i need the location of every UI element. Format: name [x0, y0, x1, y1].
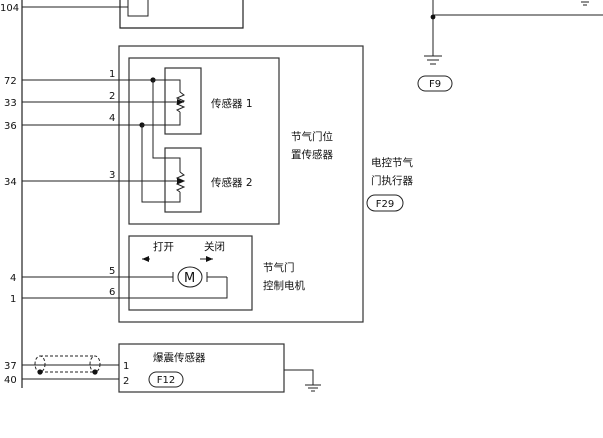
- open-label: 打开: [153, 240, 174, 253]
- actuator-pin-label: 5: [109, 266, 115, 277]
- ecu-pin-label: 34: [4, 177, 17, 188]
- ecu-pin-label: 33: [4, 98, 17, 109]
- knock-sensor-wiring: [22, 355, 314, 385]
- sensor-wiring: [22, 77, 181, 203]
- f12-badge: [148, 371, 184, 388]
- knock-pin-label: 2: [123, 376, 129, 387]
- f29-code: F29: [376, 199, 394, 210]
- sensor1-label: 传感器 1: [211, 97, 253, 110]
- position-sensor-box: [128, 57, 280, 225]
- f12-code: F12: [157, 375, 175, 386]
- potentiometer-2-icon: [175, 171, 186, 193]
- actuator-pin-label: 1: [109, 69, 115, 80]
- actuator-pin-label: 3: [109, 170, 115, 181]
- motor-label-line1: 节气门: [263, 261, 295, 274]
- throttle-actuator-box: [118, 45, 364, 323]
- ecu-pin-label: 37: [4, 361, 17, 372]
- potentiometer-1-icon: [175, 91, 186, 113]
- actuator-label-line1: 电控节气: [371, 156, 413, 169]
- f9-ground-icon: [424, 0, 603, 65]
- knock-sensor-box: [118, 343, 285, 393]
- ecu-pin-label: 40: [4, 375, 17, 386]
- motor-label-line2: 控制电机: [263, 279, 305, 292]
- position-sensor-label-line1: 节气门位: [291, 130, 333, 143]
- actuator-label-line2: 门执行器: [371, 174, 413, 187]
- motor-wiring: [22, 256, 228, 299]
- motor-box: [128, 235, 253, 311]
- actuator-pin-label: 4: [109, 113, 115, 124]
- close-label: 关闭: [204, 240, 225, 253]
- ecu-pin-label: 1: [10, 294, 16, 305]
- actuator-pin-label: 2: [109, 91, 115, 102]
- sensor1-box: [164, 67, 202, 135]
- f29-badge: [366, 194, 404, 212]
- top-partial-component: [22, 0, 244, 29]
- position-sensor-label-line2: 置传感器: [291, 148, 333, 161]
- knock-pin-label: 1: [123, 361, 129, 372]
- sensor2-label: 传感器 2: [211, 176, 253, 189]
- ecu-pin-label: 104: [0, 3, 19, 14]
- motor-icon: [177, 266, 203, 288]
- knock-sensor-label: 爆震传感器: [153, 351, 206, 364]
- motor-symbol: M: [184, 271, 195, 286]
- sensor2-box: [164, 147, 202, 213]
- knock-ground-icon: [305, 384, 321, 392]
- ecu-pin-label: 4: [10, 273, 16, 284]
- f9-code: F9: [429, 79, 441, 90]
- ecu-pin-label: 72: [4, 76, 17, 87]
- ecu-pin-label: 36: [4, 121, 17, 132]
- actuator-pin-label: 6: [109, 287, 115, 298]
- f9-badge: [417, 75, 453, 92]
